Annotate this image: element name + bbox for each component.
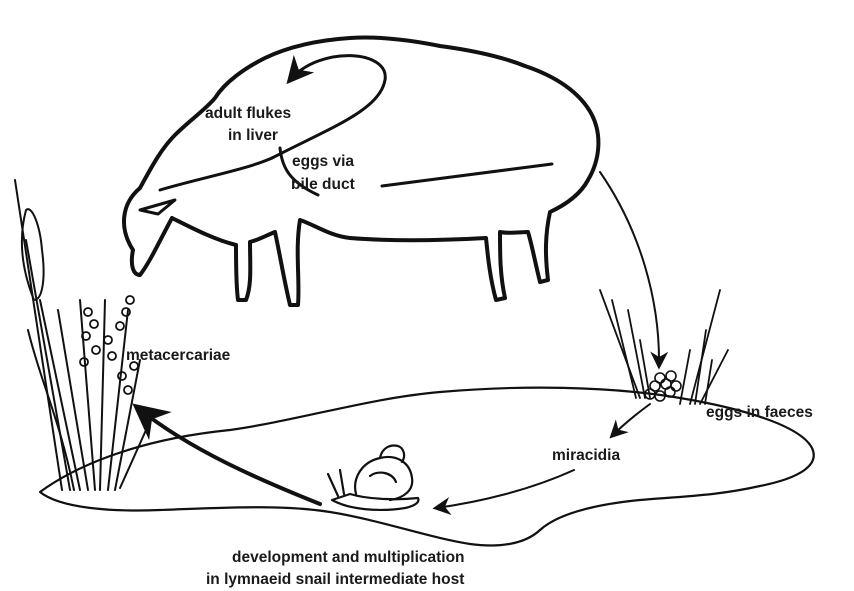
cattail-head <box>22 209 44 300</box>
bile-duct-exit-line <box>382 164 552 186</box>
metacercariae-cysts <box>80 296 138 394</box>
label-miracidia: miracidia <box>552 447 620 464</box>
miracidia-to-snail-arrow <box>436 470 574 508</box>
sheep <box>124 37 598 305</box>
label-adult-flukes-line1: adult flukes <box>205 105 291 122</box>
pond-outline <box>40 388 814 546</box>
label-metacercariae: metacercariae <box>126 347 231 364</box>
faeces-arrow <box>600 172 659 366</box>
lymnaeid-snail <box>328 446 418 510</box>
label-eggs-via-line2: bile duct <box>291 176 355 193</box>
sheep-neck-line <box>160 158 272 190</box>
label-development-line2: in lymnaeid snail intermediate host <box>206 571 464 588</box>
right-grass-tuft <box>600 290 728 404</box>
label-development-line1: development and multiplication <box>232 549 465 566</box>
sheep-body-outline <box>124 37 598 305</box>
label-adult-flukes-line2: in liver <box>228 127 278 144</box>
label-eggs-in-faeces: eggs in faeces <box>706 404 813 421</box>
left-reeds <box>15 180 155 490</box>
sheep-ear <box>140 200 175 214</box>
snail-to-metacercariae-arrow <box>138 408 320 504</box>
eggs-to-miracidia-arrow <box>612 404 650 436</box>
label-eggs-via-line1: eggs via <box>292 153 354 170</box>
